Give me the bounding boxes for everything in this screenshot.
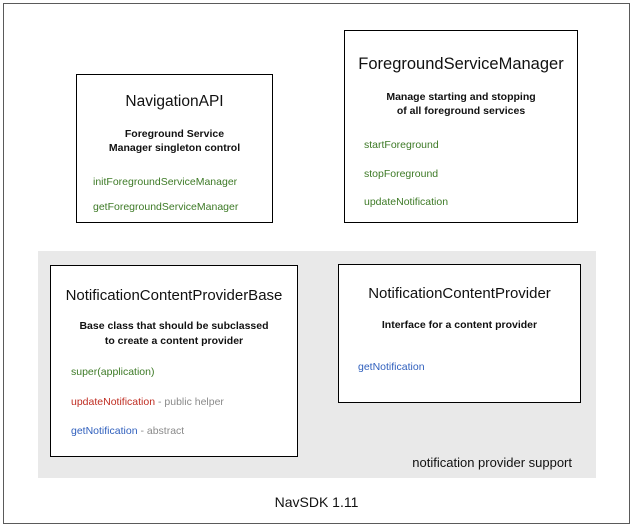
class-card-description-line: Interface for a content provider [381,319,538,332]
class-member[interactable]: initForegroundServiceManager [93,176,272,189]
class-member[interactable]: super(application) [71,366,297,379]
class-card-description-line: Manage starting and stopping [386,90,536,103]
class-member-name: startForeground [364,138,439,151]
class-member[interactable]: getNotification [358,361,580,374]
class-card-description-line: to create a content provider [104,334,244,347]
class-member-name: updateNotification [71,395,156,408]
group-panel-label: notification provider support [412,455,572,470]
class-card-member-list: startForeground stopForeground updateNot… [345,139,577,209]
class-card-title: NavigationAPI [125,93,224,110]
class-member-note: - abstract [137,425,185,438]
class-card-title: NotificationContentProviderBase [65,287,283,304]
class-member-note: - public helper [155,395,224,408]
class-card-description: Foreground Service Manager singleton con… [77,127,272,156]
class-card-description-line: of all foreground services [396,105,526,118]
class-member[interactable]: updateNotification - public helper [71,396,297,409]
class-card-member-list: initForegroundServiceManager getForegrou… [77,176,272,214]
class-card-member-list: super(application) updateNotification - … [51,366,297,438]
class-member[interactable]: getForegroundServiceManager [93,201,272,214]
class-card-description: Base class that should be subclassed to … [51,319,297,348]
class-member-name: initForegroundServiceManager [93,175,238,188]
class-member-name: getNotification [71,425,138,438]
class-card-navigation-api[interactable]: NavigationAPI Foreground Service Manager… [76,74,273,223]
class-card-notification-content-provider[interactable]: NotificationContentProvider Interface fo… [338,264,581,403]
class-card-title: ForegroundServiceManager [358,55,564,73]
class-member[interactable]: getNotification - abstract [71,425,297,438]
class-member-name: getForegroundServiceManager [93,201,239,214]
class-member[interactable]: stopForeground [364,168,577,181]
class-member-name: stopForeground [364,167,439,180]
class-card-title: NotificationContentProvider [368,285,551,302]
class-member[interactable]: startForeground [364,139,577,152]
diagram-footer-caption: NavSDK 1.11 [274,494,359,510]
class-card-member-list: getNotification [339,361,580,374]
class-card-foreground-service-manager[interactable]: ForegroundServiceManager Manage starting… [344,30,578,223]
class-card-description-line: Manager singleton control [108,142,241,155]
class-member-name: getNotification [358,360,425,373]
class-member-name: super(application) [71,366,155,379]
class-member[interactable]: updateNotification [364,196,577,209]
class-card-description-line: Base class that should be subclassed [79,320,269,333]
class-member-name: updateNotification [364,196,449,209]
class-card-description: Interface for a content provider [339,318,580,332]
class-card-notification-content-provider-base[interactable]: NotificationContentProviderBase Base cla… [50,265,298,457]
class-card-description-line: Foreground Service [124,127,225,140]
class-card-description: Manage starting and stopping of all fore… [345,90,577,119]
